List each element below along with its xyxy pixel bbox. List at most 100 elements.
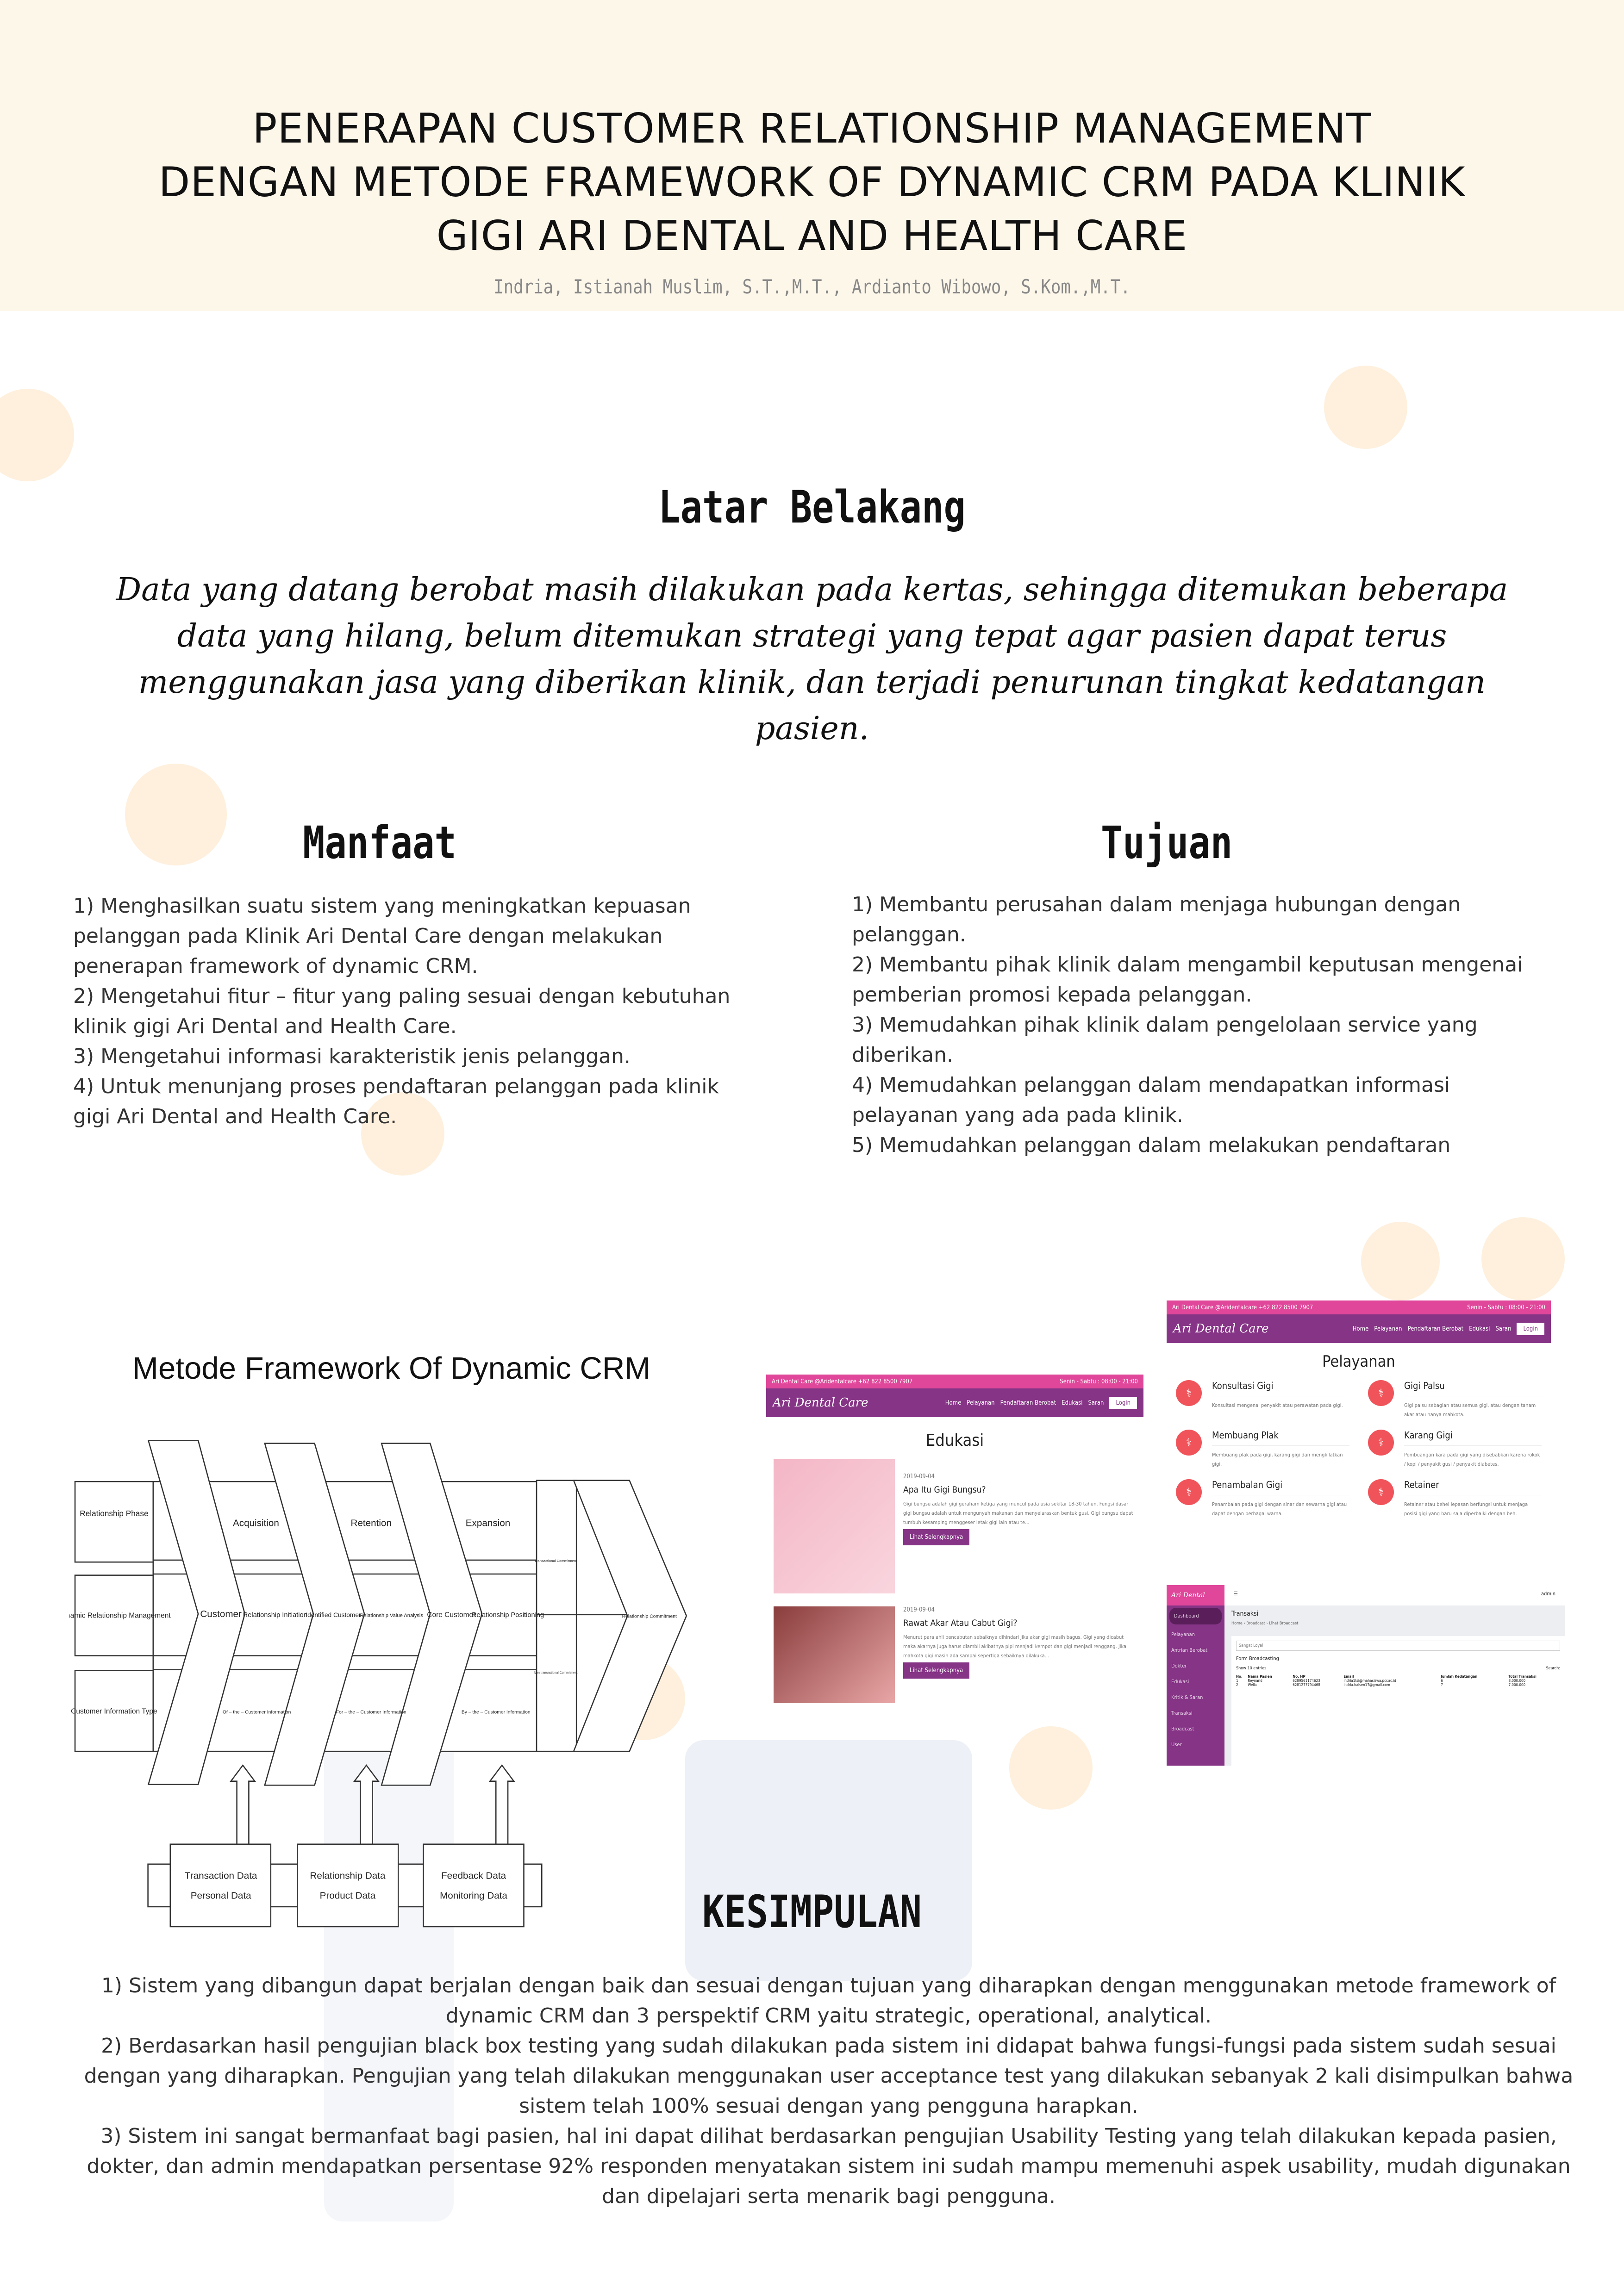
- list-item: 2) Membantu pihak klinik dalam mengambil…: [852, 953, 1523, 1007]
- col-header[interactable]: Jumlah Kedatangan: [1441, 1674, 1478, 1679]
- title-line: PENERAPAN CUSTOMER RELATIONSHIP MANAGEME…: [252, 105, 1372, 152]
- edukasi-screenshot: Ari Dental Care @Aridentalcare +62 822 8…: [766, 1375, 1143, 1703]
- col-header[interactable]: Total Transaksi: [1508, 1674, 1537, 1679]
- nav-edukasi[interactable]: Edukasi: [1062, 1399, 1083, 1406]
- cell: indria.halsen17@gmail.com: [1343, 1683, 1390, 1687]
- nav-pelayanan[interactable]: Pelayanan: [1374, 1325, 1402, 1332]
- list-item: 1) Sistem yang dibangun dapat berjalan d…: [101, 1974, 1556, 2028]
- title-line: GIGI ARI DENTAL AND HEALTH CARE: [436, 212, 1188, 260]
- customer-label: Identified Customer: [306, 1612, 361, 1618]
- latar-heading: Latar Belakang: [658, 481, 966, 533]
- nav-home[interactable]: Home: [945, 1399, 962, 1406]
- service-desc: Membuang plak pada gigi, karang gigi dan…: [1212, 1452, 1343, 1467]
- admin-user[interactable]: admin: [1541, 1591, 1555, 1597]
- menu-edukasi[interactable]: Edukasi: [1171, 1679, 1189, 1685]
- mgmt-label: Relationship Initiation: [243, 1612, 307, 1619]
- cell: 8.000.000: [1508, 1679, 1526, 1683]
- emoji-decoration: [1481, 1217, 1565, 1300]
- diagram-title: Metode Framework Of Dynamic CRM: [132, 1351, 650, 1386]
- article-title: Rawat Akar Atau Cabut Gigi?: [903, 1618, 1018, 1628]
- menu-pelayanan[interactable]: Pelayanan: [1171, 1631, 1195, 1637]
- kesimpulan-heading: KESIMPULAN: [702, 1886, 922, 1938]
- service-desc: Penambalan pada gigi dengan sinar dan se…: [1212, 1501, 1347, 1517]
- nav-saran[interactable]: Saran: [1495, 1325, 1512, 1332]
- row-box: [74, 1574, 154, 1656]
- menu-kritik-saran[interactable]: Kritik & Saran: [1171, 1694, 1203, 1700]
- mgmt-label: Relationship Positioning: [472, 1612, 544, 1619]
- manfaat-list: 1) Menghasilkan suatu sistem yang mening…: [73, 891, 754, 1132]
- service-name: Gigi Palsu: [1404, 1380, 1542, 1396]
- nav-home[interactable]: Home: [1352, 1325, 1369, 1332]
- list-item: 1) Menghasilkan suatu sistem yang mening…: [73, 894, 691, 978]
- login-button[interactable]: Login: [1517, 1322, 1544, 1335]
- stethoscope-icon: ⚕: [1368, 1430, 1394, 1456]
- service-name: Karang Gigi: [1404, 1430, 1542, 1446]
- opening-hours: Senin - Sabtu : 08:00 - 21:00: [1060, 1378, 1138, 1385]
- data-label: Monitoring Data: [440, 1891, 507, 1901]
- data-label: Personal Data: [191, 1891, 251, 1901]
- cell: 7.000.000: [1508, 1683, 1526, 1687]
- broadcast-panel: Sangat Loyal Form Broadcasting Show 10 e…: [1231, 1636, 1565, 1766]
- menu-transaksi[interactable]: Transaksi: [1171, 1710, 1193, 1716]
- cell: 6289561174623: [1293, 1679, 1320, 1683]
- menu-broadcast[interactable]: Broadcast: [1171, 1726, 1194, 1732]
- col-header[interactable]: Email: [1343, 1674, 1354, 1679]
- nav-pendaftaran[interactable]: Pendaftaran Berobat: [1407, 1325, 1464, 1332]
- cell: 7: [1441, 1683, 1443, 1687]
- col-header[interactable]: No.: [1236, 1674, 1243, 1679]
- phase-label: Retention: [351, 1518, 392, 1529]
- emoji-decoration: [1324, 366, 1407, 449]
- stethoscope-icon: ⚕: [1368, 1380, 1394, 1406]
- data-label: Transaction Data: [185, 1871, 257, 1881]
- cell: indria1tsi@mahasiswa.pcr.ac.id: [1343, 1679, 1396, 1683]
- phase-label: Expansion: [466, 1518, 510, 1529]
- nav-saran[interactable]: Saran: [1088, 1399, 1104, 1406]
- authors: Indria, Istianah Muslim, S.T.,M.T., Ardi…: [493, 275, 1131, 298]
- col-header[interactable]: Nama Pasien: [1248, 1674, 1272, 1679]
- service-name: Membuang Plak: [1212, 1430, 1349, 1446]
- cell: 2: [1236, 1683, 1238, 1687]
- mgmt-label: Relationship Value Analysis: [360, 1613, 423, 1618]
- read-more-button[interactable]: Lihat Selengkapnya: [903, 1662, 970, 1679]
- commitment-chevron: [573, 1480, 687, 1752]
- menu-antrian[interactable]: Antrian Berobat: [1171, 1647, 1208, 1653]
- service-desc: Konsultasi mengenai penyakit atau perawa…: [1212, 1402, 1343, 1408]
- article-title: Apa Itu Gigi Bungsu?: [903, 1485, 986, 1495]
- service-name: Retainer: [1404, 1479, 1542, 1495]
- admin-brand: Ari Dental: [1167, 1585, 1224, 1605]
- login-button[interactable]: Login: [1109, 1396, 1137, 1409]
- nav-pendaftaran[interactable]: Pendaftaran Berobat: [1000, 1399, 1056, 1406]
- stethoscope-icon: ⚕: [1368, 1479, 1394, 1505]
- data-label: Feedback Data: [441, 1871, 506, 1881]
- service-desc: Retainer atau behel lepasan berfungsi un…: [1404, 1501, 1528, 1517]
- person-illustration: [685, 1740, 972, 1981]
- nav-edukasi[interactable]: Edukasi: [1469, 1325, 1490, 1332]
- header: [0, 0, 1624, 311]
- nav-pelayanan[interactable]: Pelayanan: [967, 1399, 995, 1406]
- menu-dokter[interactable]: Dokter: [1171, 1663, 1187, 1669]
- col-header[interactable]: No. HP: [1293, 1674, 1305, 1679]
- menu-dashboard[interactable]: Dashboard: [1169, 1608, 1222, 1624]
- entries-select[interactable]: Show 10 entries: [1236, 1666, 1267, 1671]
- section-title: Edukasi: [925, 1431, 984, 1450]
- service-name: Penambalan Gigi: [1212, 1479, 1349, 1495]
- menu-icon[interactable]: ☰: [1234, 1591, 1238, 1597]
- row-label: Relationship Phase: [80, 1509, 148, 1518]
- customer-segment-select[interactable]: Sangat Loyal: [1236, 1641, 1560, 1651]
- list-item: 2) Berdasarkan hasil pengujian black box…: [84, 2034, 1574, 2118]
- article-excerpt: Gigi bungsu adalah gigi geraham ketiga y…: [903, 1501, 1133, 1525]
- info-label: By – the – Customer Information: [462, 1710, 531, 1715]
- search-input[interactable]: Search:: [1546, 1666, 1560, 1671]
- read-more-button[interactable]: Lihat Selengkapnya: [903, 1529, 970, 1545]
- row-label: Dynamic Relationship Management: [69, 1612, 171, 1620]
- menu-user[interactable]: User: [1171, 1742, 1182, 1748]
- emoji-decoration: [1009, 1726, 1093, 1810]
